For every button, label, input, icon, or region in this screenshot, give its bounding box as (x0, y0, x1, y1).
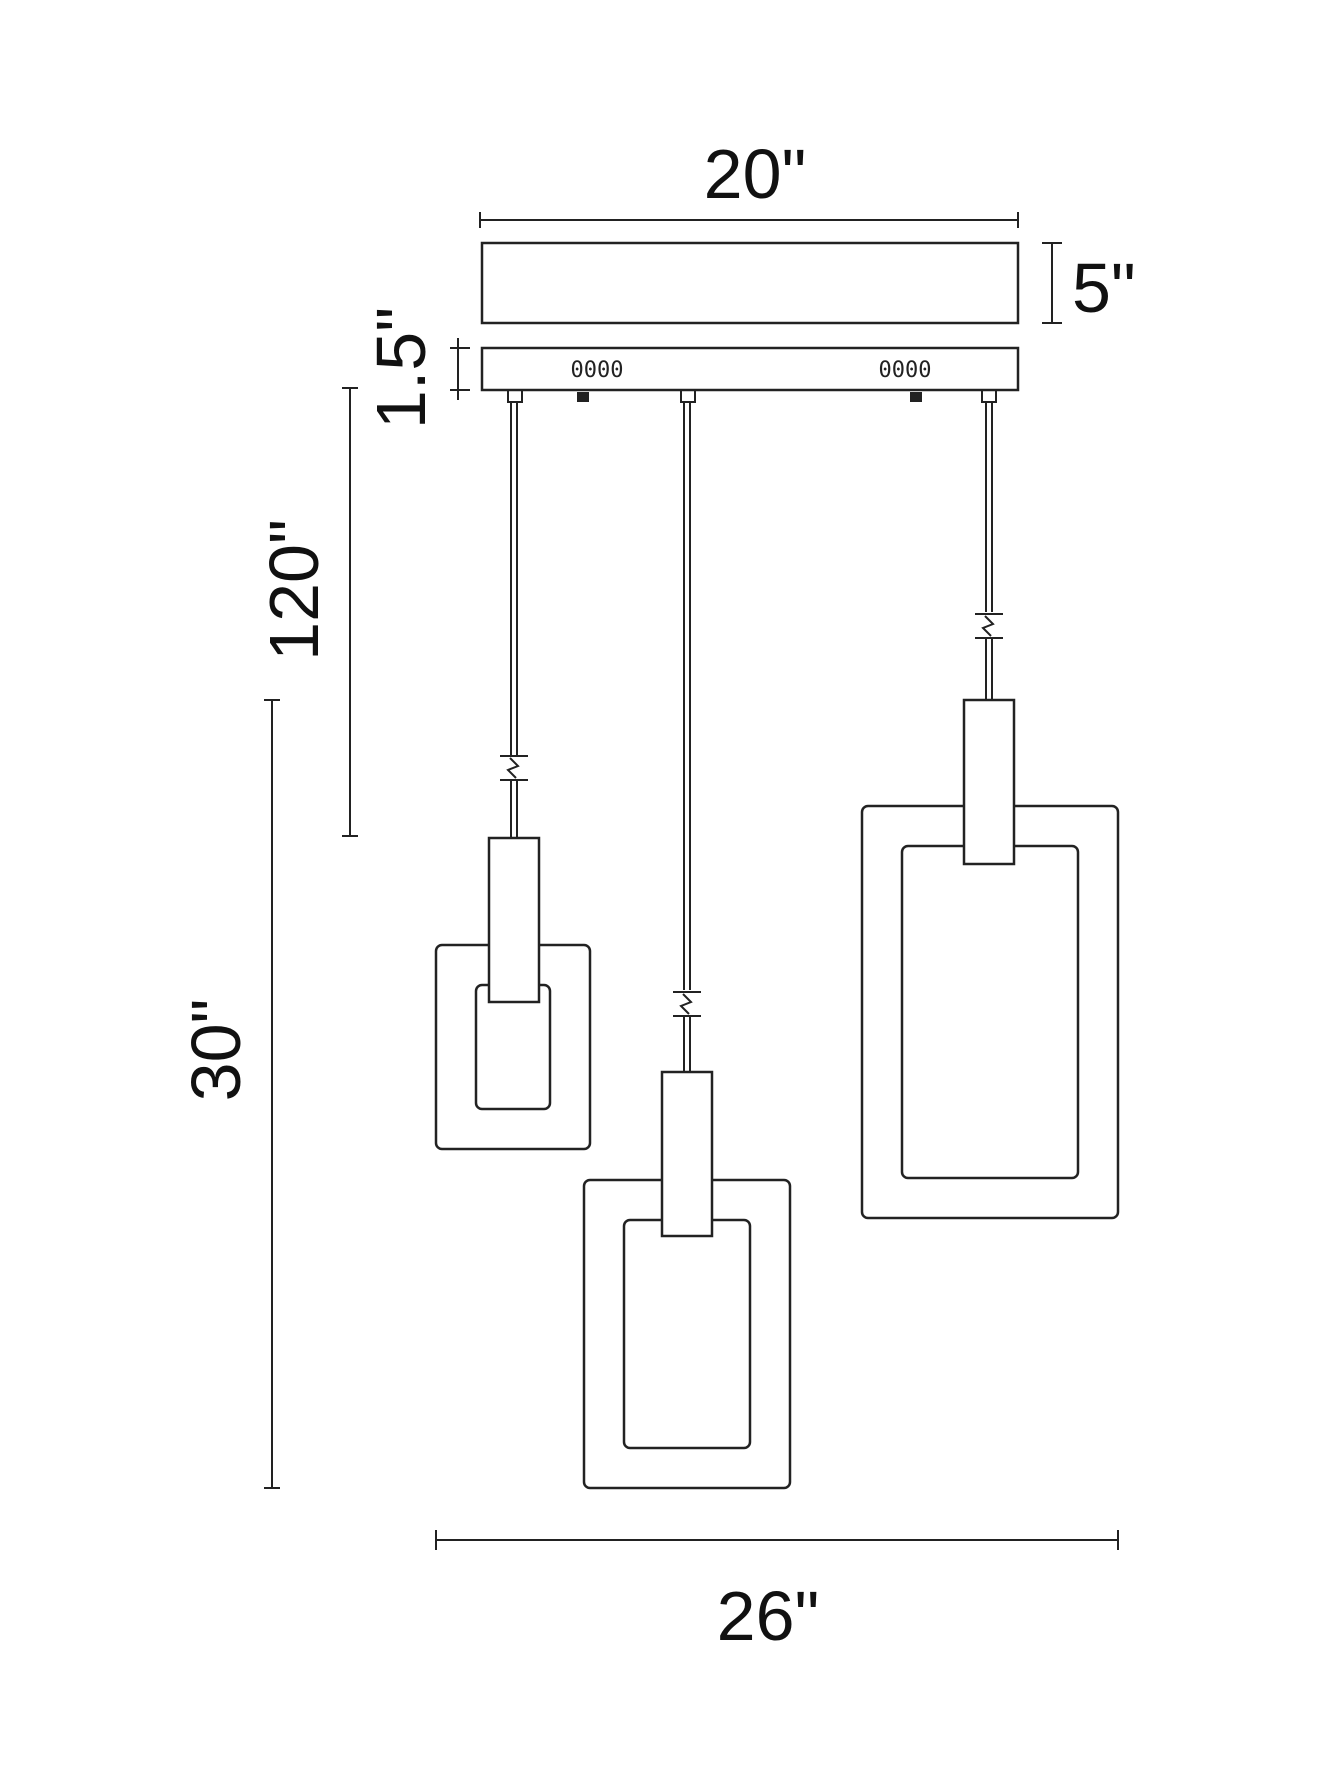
overall-width-dimension: 26" (435, 1530, 1119, 1655)
right-plate-marking: 0000 (879, 358, 932, 383)
cable-length-dimension: 120" (255, 387, 358, 837)
overall-width-label: 26" (717, 1577, 820, 1655)
mount-height-label: 1.5" (362, 307, 440, 429)
mount-height-dimension: 1.5" (362, 307, 470, 429)
canopy-height-dimension: 5" (1042, 242, 1136, 327)
fixture-height-label: 30" (177, 999, 255, 1102)
left-pendant (434, 402, 592, 1151)
middle-pendant (582, 402, 792, 1490)
canopy-box (480, 241, 1020, 325)
fixture-height-dimension: 30" (177, 699, 280, 1489)
cable-length-label: 120" (255, 519, 333, 661)
right-pendant (860, 402, 1120, 1220)
canopy-width-label: 20" (704, 135, 807, 213)
mounting-plate: 0000 0000 (480, 346, 1020, 403)
left-plate-marking: 0000 (571, 358, 624, 383)
canopy-width-dimension: 20" (479, 135, 1019, 228)
canopy-height-label: 5" (1072, 249, 1136, 327)
